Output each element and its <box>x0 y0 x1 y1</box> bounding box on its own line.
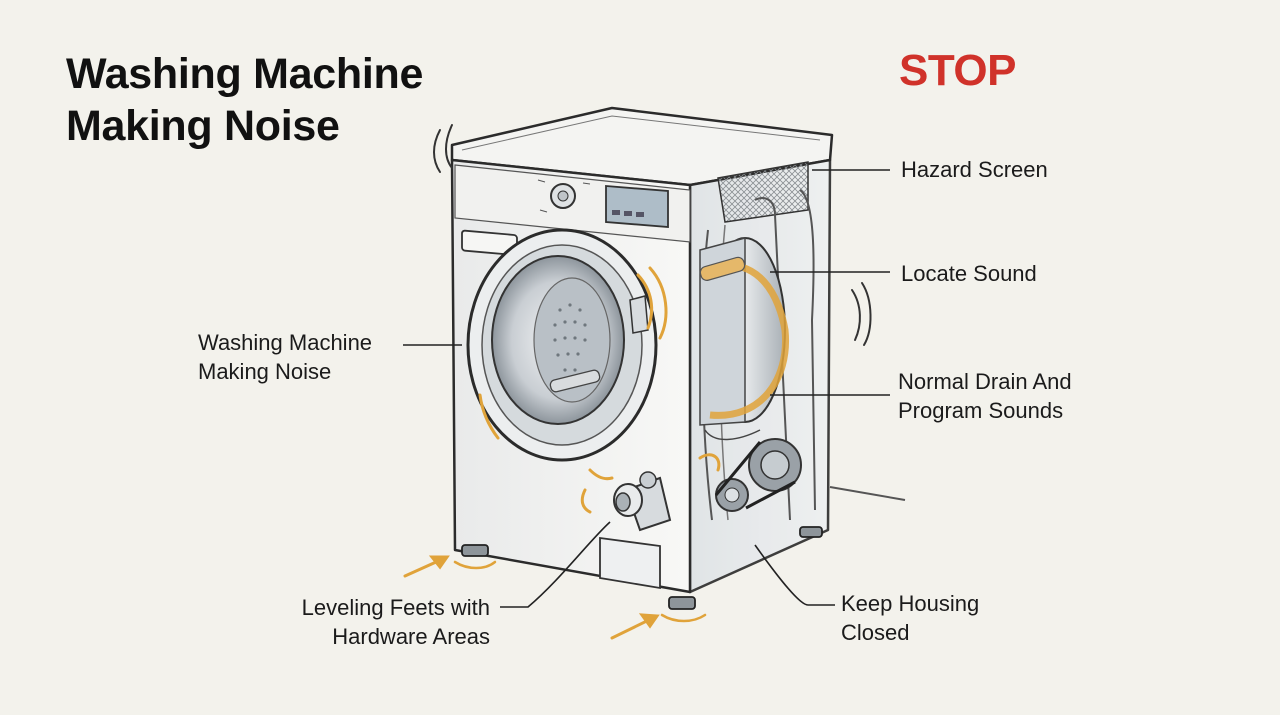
hazard-screen-mesh <box>717 161 809 223</box>
callout-normal-drain: Normal Drain And Program Sounds <box>898 367 1072 425</box>
callout-leveling-feet-line-1: Leveling Feets with <box>301 595 490 620</box>
callout-leveling-feet: Leveling Feets with Hardware Areas <box>270 593 490 651</box>
floor-line <box>829 486 906 501</box>
title-line-1: Washing Machine <box>66 50 424 98</box>
vibration-marks <box>478 266 721 514</box>
page-title: Washing Machine Making Noise <box>66 48 423 152</box>
leader-lines <box>403 169 890 608</box>
title-line-2: Making Noise <box>66 102 340 150</box>
drain-pump <box>613 471 672 532</box>
callout-machine-noise-line-1: Washing Machine <box>198 330 373 355</box>
display-panel <box>605 185 669 228</box>
callout-hazard-screen: Hazard Screen <box>901 155 1048 184</box>
callout-locate-sound: Locate Sound <box>901 259 1037 288</box>
callout-machine-noise-line-2: Making Noise <box>198 359 332 384</box>
drive-belt <box>714 441 796 510</box>
callout-locate-sound-text: Locate Sound <box>901 261 1037 286</box>
callout-hazard-screen-text: Hazard Screen <box>901 157 1048 182</box>
callout-keep-housing: Keep Housing Closed <box>841 589 979 647</box>
callout-keep-housing-line-2: Closed <box>841 620 910 645</box>
callout-machine-noise: Washing Machine Making Noise <box>198 328 372 386</box>
callout-normal-drain-line-1: Normal Drain And <box>898 369 1072 394</box>
callout-normal-drain-line-2: Program Sounds <box>898 398 1064 423</box>
callout-keep-housing-line-1: Keep Housing <box>841 591 980 616</box>
callout-leveling-feet-line-2: Hardware Areas <box>332 624 490 649</box>
leveling-feet <box>461 526 823 610</box>
sound-highlight <box>703 261 790 419</box>
door-handle <box>629 295 649 334</box>
shake-lines <box>433 124 872 346</box>
service-hatch <box>599 536 661 590</box>
feet-arrows <box>403 555 660 640</box>
drum-holes <box>553 303 587 372</box>
stop-warning-label: STOP <box>899 46 1017 95</box>
